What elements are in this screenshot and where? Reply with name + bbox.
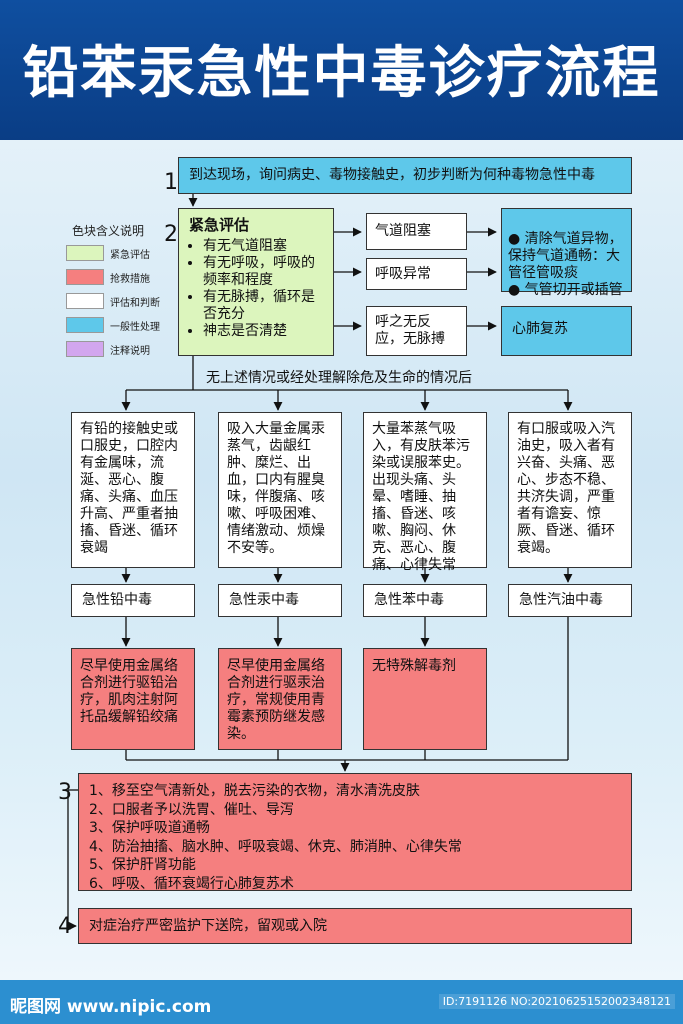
step-number-3: 3 (58, 780, 72, 805)
treatment-text: 无特殊解毒剂 (372, 658, 456, 674)
diagnosis-mercury: 急性汞中毒 (218, 584, 342, 617)
legend-swatch-purple (66, 341, 104, 357)
action-cpr-box: 心肺复苏 (501, 306, 632, 356)
assessment-box: 紧急评估 有无气道阻塞 有无呼吸，呼吸的频率和程度 有无脉搏，循环是否充分 神志… (178, 208, 334, 356)
assessment-list: 有无气道阻塞 有无呼吸，呼吸的频率和程度 有无脉搏，循环是否充分 神志是否清楚 (189, 238, 325, 340)
legend-label: 注释说明 (110, 346, 150, 357)
assessment-title: 紧急评估 (189, 216, 250, 234)
step4-text: 对症治疗严密监护下送院，留观或入院 (89, 918, 327, 934)
image-id: ID:7191126 NO:20210625152002348121 (438, 994, 675, 1009)
check-breathing: 呼吸异常 (366, 258, 467, 290)
symptom-text: 吸入大量金属汞蒸气，齿龈红肿、糜烂、出血，口内有腥臭味，伴腹痛、咳嗽、呼吸困难、… (227, 421, 325, 556)
legend-swatch-green (66, 245, 104, 261)
treatment-mercury: 尽早使用金属络合剂进行驱汞治疗，常规使用青霉素预防继发感染。 (218, 648, 342, 750)
diagnosis-text: 急性苯中毒 (374, 592, 444, 608)
legend-label: 抢救措施 (110, 274, 150, 285)
check-no-response: 呼之无反应，无脉搏 (366, 306, 467, 356)
diagnosis-gasoline: 急性汽油中毒 (508, 584, 632, 617)
general-item: 1、移至空气清新处，脱去污染的衣物，清水清洗皮肤 (89, 783, 420, 799)
diagnosis-text: 急性铅中毒 (82, 592, 152, 608)
legend-label: 紧急评估 (110, 250, 150, 261)
footer-bar: 昵图网 www.nipic.com ID:7191126 NO:20210625… (0, 980, 683, 1024)
check-airway-text: 气道阻塞 (375, 223, 431, 239)
step-number-4: 4 (58, 914, 72, 939)
header-banner: 铅苯汞急性中毒诊疗流程 (0, 0, 683, 140)
symptom-text: 有铅的接触史或口服史，口腔内有金属味，流涎、恶心、腹痛、头痛、血压升高、严重者抽… (80, 421, 178, 556)
diagnosis-text: 急性汽油中毒 (519, 592, 603, 608)
check-noresp-text: 呼之无反应，无脉搏 (375, 314, 445, 347)
treatment-lead: 尽早使用金属络合剂进行驱铅治疗，肌肉注射阿托品缓解铅绞痛 (71, 648, 195, 750)
legend-label: 一般性处理 (110, 322, 160, 333)
condition-note: 无上述情况或经处理解除危及生命的情况后 (206, 370, 472, 386)
action-airway-box: ● 清除气道异物，保持气道通畅：大管径管吸痰 ● 气管切开或插管 (501, 208, 632, 298)
symptom-text: 大量苯蒸气吸入，有皮肤苯污染或误服苯史。出现头痛、头晕、嗜睡、抽搐、昏迷、咳嗽、… (372, 421, 470, 573)
general-item: 2、口服者予以洗胃、催吐、导泻 (89, 801, 294, 818)
legend-label: 评估和判断 (110, 298, 160, 309)
step1-box: 到达现场，询问病史、毒物接触史，初步判断为何种毒物急性中毒 (178, 157, 632, 194)
legend-swatch-red (66, 269, 104, 285)
page-title: 铅苯汞急性中毒诊疗流程 (22, 41, 661, 106)
general-treatment-box: 1、移至空气清新处，脱去污染的衣物，清水清洗皮肤 2、口服者予以洗胃、催吐、导泻… (78, 773, 632, 892)
symptom-box-gasoline: 有口服或吸入汽油史，吸入者有兴奋、头痛、恶心、步态不稳、共济失调，严重者有谵妄、… (508, 412, 632, 568)
step-number-1: 1 (164, 170, 178, 195)
general-item: 6、呼吸、循环衰竭行心肺复苏术 (89, 875, 294, 892)
assessment-item: 有无呼吸，呼吸的频率和程度 (203, 255, 325, 289)
diagnosis-benzene: 急性苯中毒 (363, 584, 487, 617)
action-cpr-text: 心肺复苏 (512, 321, 568, 337)
legend-swatch-white (66, 293, 104, 309)
general-item: 4、防治抽搐、脑水肿、呼吸衰竭、休克、肺消肿、心律失常 (89, 838, 462, 855)
treatment-text: 尽早使用金属络合剂进行驱汞治疗，常规使用青霉素预防继发感染。 (227, 658, 325, 742)
diagnosis-lead: 急性铅中毒 (71, 584, 195, 617)
symptom-box-benzene: 大量苯蒸气吸入，有皮肤苯污染或误服苯史。出现头痛、头晕、嗜睡、抽搐、昏迷、咳嗽、… (363, 412, 487, 573)
legend-swatch-blue (66, 317, 104, 333)
assessment-item: 神志是否清楚 (203, 323, 325, 340)
general-item: 5、保护肝肾功能 (89, 857, 196, 873)
action-airway-text: ● 清除气道异物，保持气道通畅：大管径管吸痰 ● 气管切开或插管 (508, 231, 623, 298)
check-breathing-text: 呼吸异常 (375, 266, 431, 282)
site-logo: 昵图网 www.nipic.com (10, 997, 212, 1017)
diagnosis-text: 急性汞中毒 (229, 592, 299, 608)
check-airway: 气道阻塞 (366, 213, 467, 250)
symptom-box-mercury: 吸入大量金属汞蒸气，齿龈红肿、糜烂、出血，口内有腥臭味，伴腹痛、咳嗽、呼吸困难、… (218, 412, 342, 568)
treatment-benzene: 无特殊解毒剂 (363, 648, 487, 750)
step-number-2: 2 (164, 222, 178, 247)
symptom-text: 有口服或吸入汽油史，吸入者有兴奋、头痛、恶心、步态不稳、共济失调，严重者有谵妄、… (517, 421, 615, 556)
treatment-text: 尽早使用金属络合剂进行驱铅治疗，肌肉注射阿托品缓解铅绞痛 (80, 658, 178, 725)
step4-box: 对症治疗严密监护下送院，留观或入院 (78, 908, 632, 944)
step1-text: 到达现场，询问病史、毒物接触史，初步判断为何种毒物急性中毒 (189, 167, 595, 183)
symptom-box-lead: 有铅的接触史或口服史，口腔内有金属味，流涎、恶心、腹痛、头痛、血压升高、严重者抽… (71, 412, 195, 568)
legend-title: 色块含义说明 (72, 224, 145, 238)
assessment-item: 有无脉搏，循环是否充分 (203, 289, 325, 323)
general-item: 3、保护呼吸道通畅 (89, 820, 210, 836)
assessment-item: 有无气道阻塞 (203, 238, 325, 255)
